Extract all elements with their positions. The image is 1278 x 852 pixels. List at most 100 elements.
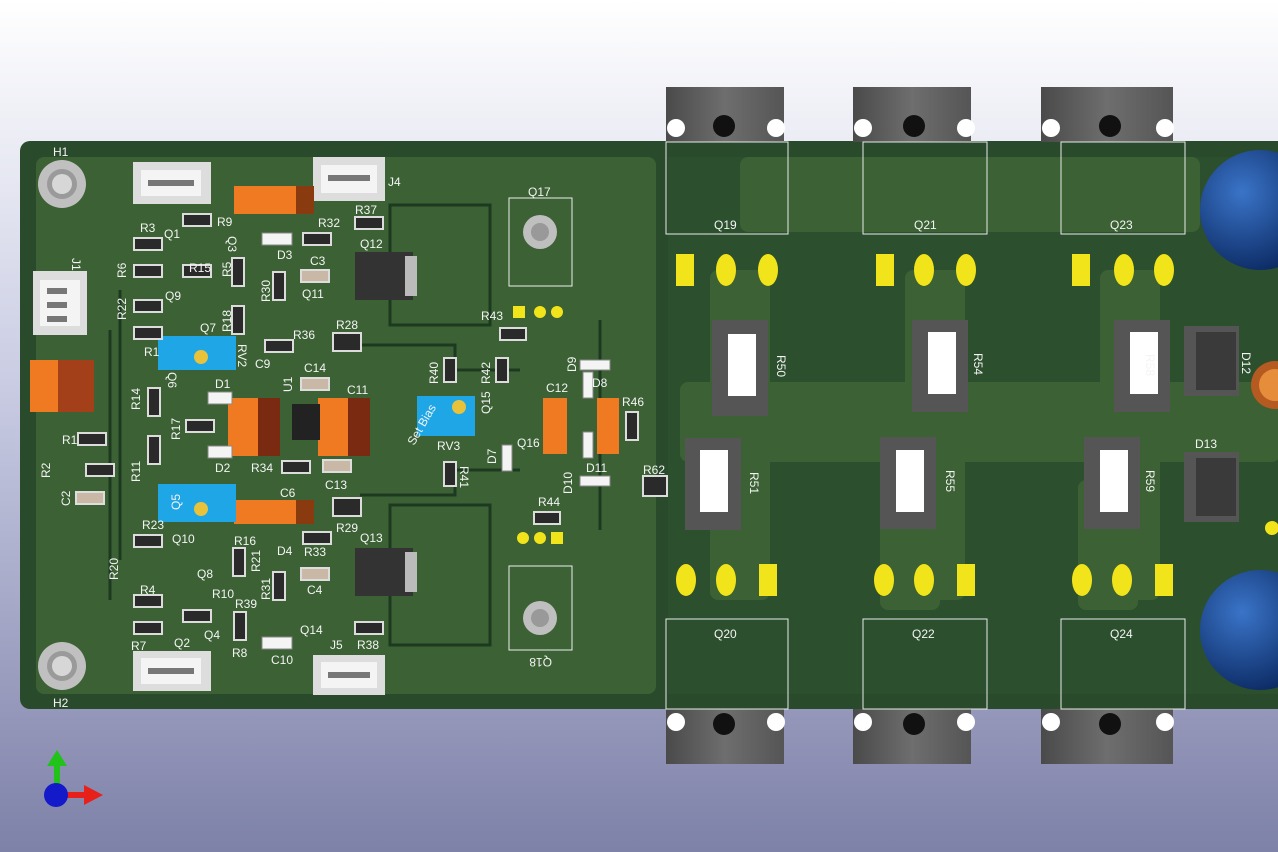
label-q11: Q11	[302, 287, 324, 301]
label-d11: D11	[586, 461, 607, 475]
label-c12: C12	[546, 381, 568, 395]
label-r34: R34	[251, 461, 273, 475]
connector-j-top-left	[133, 162, 211, 204]
label-r16: R16	[234, 534, 256, 548]
tab-q20-bottom	[666, 709, 785, 764]
connector-j4	[313, 157, 385, 201]
label-h2: H2	[53, 696, 69, 710]
tab-q23-top	[1041, 87, 1174, 142]
label-r4: R4	[140, 583, 156, 597]
label-q21: Q21	[914, 218, 937, 232]
tab-q19-top	[666, 87, 785, 142]
power-transistor-pads	[676, 254, 1278, 596]
label-r62: R62	[643, 463, 665, 477]
label-u1: U1	[281, 376, 295, 392]
label-r1-left: R1	[62, 433, 78, 447]
label-r58: R58	[1143, 354, 1157, 376]
label-d3: D3	[277, 248, 293, 262]
tab-q22-bottom	[853, 709, 975, 764]
electrolytic-capacitors	[1200, 150, 1278, 690]
label-r28: R28	[336, 318, 358, 332]
label-r43: R43	[481, 309, 503, 323]
tab-q24-bottom	[1041, 709, 1174, 764]
label-r23: R23	[142, 518, 164, 532]
label-c11: C11	[347, 383, 368, 397]
label-r6: R6	[115, 262, 129, 278]
label-r9: R9	[217, 215, 233, 229]
label-d9: D9	[565, 356, 579, 372]
label-rv2: RV2	[235, 344, 249, 367]
label-r32: R32	[318, 216, 340, 230]
label-q14: Q14	[300, 623, 323, 637]
label-r44: R44	[538, 495, 560, 509]
smd-components	[75, 213, 668, 650]
label-h1: H1	[53, 145, 69, 159]
tab-q21-top	[853, 87, 975, 142]
label-r41: R41	[457, 466, 471, 488]
label-d12: D12	[1239, 352, 1253, 374]
driver-transistors	[508, 197, 573, 651]
label-r18: R18	[220, 310, 234, 332]
label-d2: D2	[215, 461, 231, 475]
label-r51: R51	[747, 472, 761, 494]
label-r59: R59	[1143, 470, 1157, 492]
label-c10: C10	[271, 653, 293, 667]
label-r55: R55	[943, 470, 957, 492]
label-rv3: RV3	[437, 439, 460, 453]
connector-j-bottom-left	[133, 651, 211, 691]
power-transistor-tabs	[665, 87, 1186, 764]
label-r11: R11	[129, 461, 143, 482]
label-q16: Q16	[517, 436, 540, 450]
label-c3: C3	[310, 254, 326, 268]
label-r22: R22	[115, 298, 129, 320]
label-d7: D7	[485, 448, 499, 464]
label-q1: Q1	[164, 227, 180, 241]
label-r29: R29	[336, 521, 358, 535]
label-r46: R46	[622, 395, 644, 409]
label-c4: C4	[307, 583, 323, 597]
label-q7: Q7	[200, 321, 216, 335]
label-r8: R8	[232, 646, 248, 660]
label-r3: R3	[140, 221, 156, 235]
label-r5: R5	[220, 261, 234, 277]
label-r36: R36	[293, 328, 315, 342]
label-c14: C14	[304, 361, 326, 375]
label-q5: Q5	[169, 494, 183, 510]
emitter-resistors	[685, 320, 1239, 530]
label-j4: J4	[388, 175, 401, 189]
label-r20: R20	[107, 558, 121, 580]
label-r42: R42	[479, 362, 493, 384]
label-r38: R38	[357, 638, 379, 652]
label-r17: R17	[169, 418, 183, 440]
label-q6: Q6	[165, 372, 179, 388]
label-r37: R37	[355, 203, 377, 217]
label-q24: Q24	[1110, 627, 1133, 641]
mounting-hole-h2	[38, 642, 86, 690]
label-d8: D8	[592, 376, 608, 390]
label-r50: R50	[774, 355, 788, 377]
label-c9: C9	[255, 357, 271, 371]
label-q23: Q23	[1110, 218, 1133, 232]
label-r39: R39	[235, 597, 257, 611]
mounting-hole-h1	[38, 160, 86, 208]
label-q9: Q9	[165, 289, 181, 303]
label-q10: Q10	[172, 532, 195, 546]
label-c13: C13	[325, 478, 347, 492]
label-r14: R14	[129, 388, 143, 410]
label-d1: D1	[215, 377, 231, 391]
label-r33: R33	[304, 545, 326, 559]
label-q15: Q15	[479, 391, 493, 414]
label-r10: R10	[212, 587, 234, 601]
label-r15: R15	[189, 261, 211, 275]
ic-packages	[292, 252, 417, 596]
label-r21: R21	[249, 550, 263, 572]
label-d10: D10	[561, 472, 575, 494]
label-q17: Q17	[528, 185, 551, 199]
connectors	[33, 157, 385, 695]
xyz-axes-icon[interactable]	[44, 750, 103, 807]
label-r2: R2	[39, 462, 53, 478]
label-j5: J5	[330, 638, 343, 652]
label-q12: Q12	[360, 237, 383, 251]
label-j1: J1	[69, 258, 83, 271]
